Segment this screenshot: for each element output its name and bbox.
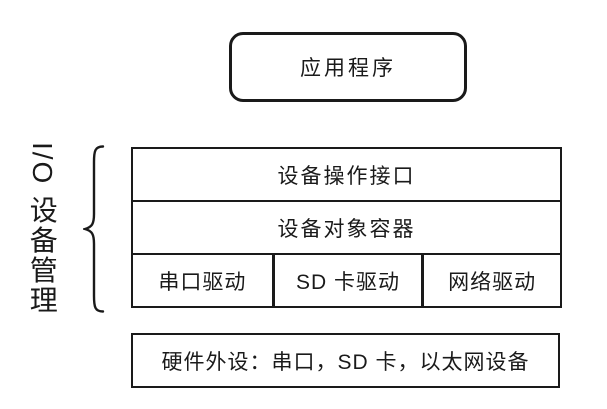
device-operation-interface-label: 设备操作接口 bbox=[277, 164, 416, 188]
driver-sdcard-label: SD 卡驱动 bbox=[295, 270, 400, 294]
application-box: 应用程序 bbox=[229, 32, 467, 102]
driver-cell-network: 网络驱动 bbox=[421, 255, 560, 306]
application-box-label: 应用程序 bbox=[300, 57, 396, 80]
device-object-container-row: 设备对象容器 bbox=[133, 200, 560, 253]
io-management-stack: 设备操作接口 设备对象容器 串口驱动 SD 卡驱动 网络驱动 bbox=[131, 147, 562, 308]
driver-cell-sdcard: SD 卡驱动 bbox=[271, 255, 421, 306]
driver-network-label: 网络驱动 bbox=[448, 270, 537, 294]
hardware-peripherals-box: 硬件外设：串口，SD 卡，以太网设备 bbox=[131, 333, 560, 388]
device-operation-interface-row: 设备操作接口 bbox=[133, 149, 560, 200]
driver-cell-serial: 串口驱动 bbox=[133, 255, 272, 306]
driver-row: 串口驱动 SD 卡驱动 网络驱动 bbox=[133, 253, 560, 306]
hardware-peripherals-label: 硬件外设：串口，SD 卡，以太网设备 bbox=[161, 350, 530, 374]
curly-brace-icon bbox=[83, 145, 105, 313]
io-management-side-label: I/O 设备管理 bbox=[26, 142, 58, 316]
device-object-container-label: 设备对象容器 bbox=[277, 217, 416, 241]
driver-serial-label: 串口驱动 bbox=[158, 270, 247, 294]
